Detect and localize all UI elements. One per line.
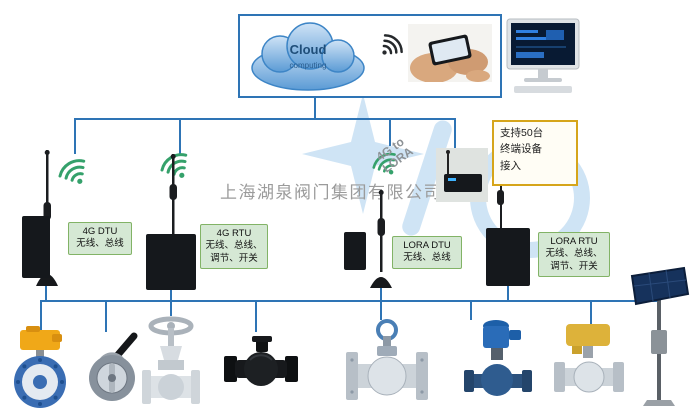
connector-line xyxy=(179,118,181,154)
connector-line xyxy=(74,118,76,154)
bus-line-lower xyxy=(40,300,658,302)
dtu-lora-module xyxy=(344,232,366,270)
connector-line xyxy=(45,278,47,300)
connector-line xyxy=(454,118,456,150)
label-title: LORA DTU xyxy=(403,240,451,251)
label-4g-rtu: 4G RTU 无线、总线、 调节、开关 xyxy=(200,224,268,270)
label-title: 4G DTU xyxy=(82,226,118,237)
wifi-icon xyxy=(382,34,403,55)
connector-line xyxy=(507,286,509,300)
flanged-ball-valve-gear xyxy=(346,319,428,400)
electric-butterfly-valve-yellow xyxy=(14,326,66,408)
label-line: 无线、总线、 xyxy=(545,248,603,260)
connector-line xyxy=(389,118,391,146)
label-line: 无线、总线、 xyxy=(205,240,263,252)
connector-line xyxy=(170,290,172,300)
connector-line xyxy=(255,300,257,332)
lora-gateway-photo xyxy=(436,148,488,202)
desktop-monitor-icon xyxy=(506,18,580,93)
cloud-computing-icon: Cloud computing xyxy=(251,22,365,91)
solar-power-pole xyxy=(630,266,690,406)
ball-valve-black xyxy=(224,336,298,386)
label-lora-dtu: LORA DTU 无线、总线 xyxy=(392,236,462,269)
connector-line xyxy=(380,288,382,300)
label-title: 4G RTU xyxy=(216,228,252,239)
connector-line xyxy=(314,94,316,118)
rtu-4g-module xyxy=(146,234,196,290)
connector-line xyxy=(590,300,592,326)
connector-line xyxy=(40,300,42,330)
dtu-4g-module xyxy=(22,216,50,278)
antenna-icon xyxy=(370,190,392,288)
wifi-icon xyxy=(58,159,86,184)
company-watermark: 上海湖泉阀门集团有限公司 xyxy=(220,183,442,202)
connector-line xyxy=(380,300,382,320)
label-line: 无线、总线 xyxy=(403,252,451,264)
rtu-lora-module xyxy=(486,228,530,286)
label-4g-dtu: 4G DTU 无线、总线 xyxy=(68,222,132,255)
antenna-icon xyxy=(169,154,177,238)
electric-ball-valve-yellow xyxy=(554,324,624,393)
capacity-note: 支持50台 终端设备 接入 xyxy=(492,120,578,186)
antenna-coil xyxy=(497,190,504,205)
electric-globe-valve-blue xyxy=(464,320,532,396)
manual-butterfly-valve xyxy=(89,332,138,401)
connector-line xyxy=(170,300,172,316)
wifi-icon xyxy=(372,152,396,175)
hand-phone-photo xyxy=(408,24,492,82)
cloud-subtitle: computing xyxy=(290,61,327,70)
label-title: LORA RTU xyxy=(550,236,598,247)
connector-line xyxy=(470,300,472,320)
label-line: 无线、总线 xyxy=(76,238,124,250)
cloud-title: Cloud xyxy=(290,42,327,57)
label-line: 调节、开关 xyxy=(550,260,598,272)
label-line: 调节、开关 xyxy=(210,252,258,264)
bus-line-upper xyxy=(74,118,456,120)
gate-valve xyxy=(142,316,200,404)
label-lora-rtu: LORA RTU 无线、总线、 调节、开关 xyxy=(538,232,610,278)
connector-line xyxy=(105,300,107,332)
